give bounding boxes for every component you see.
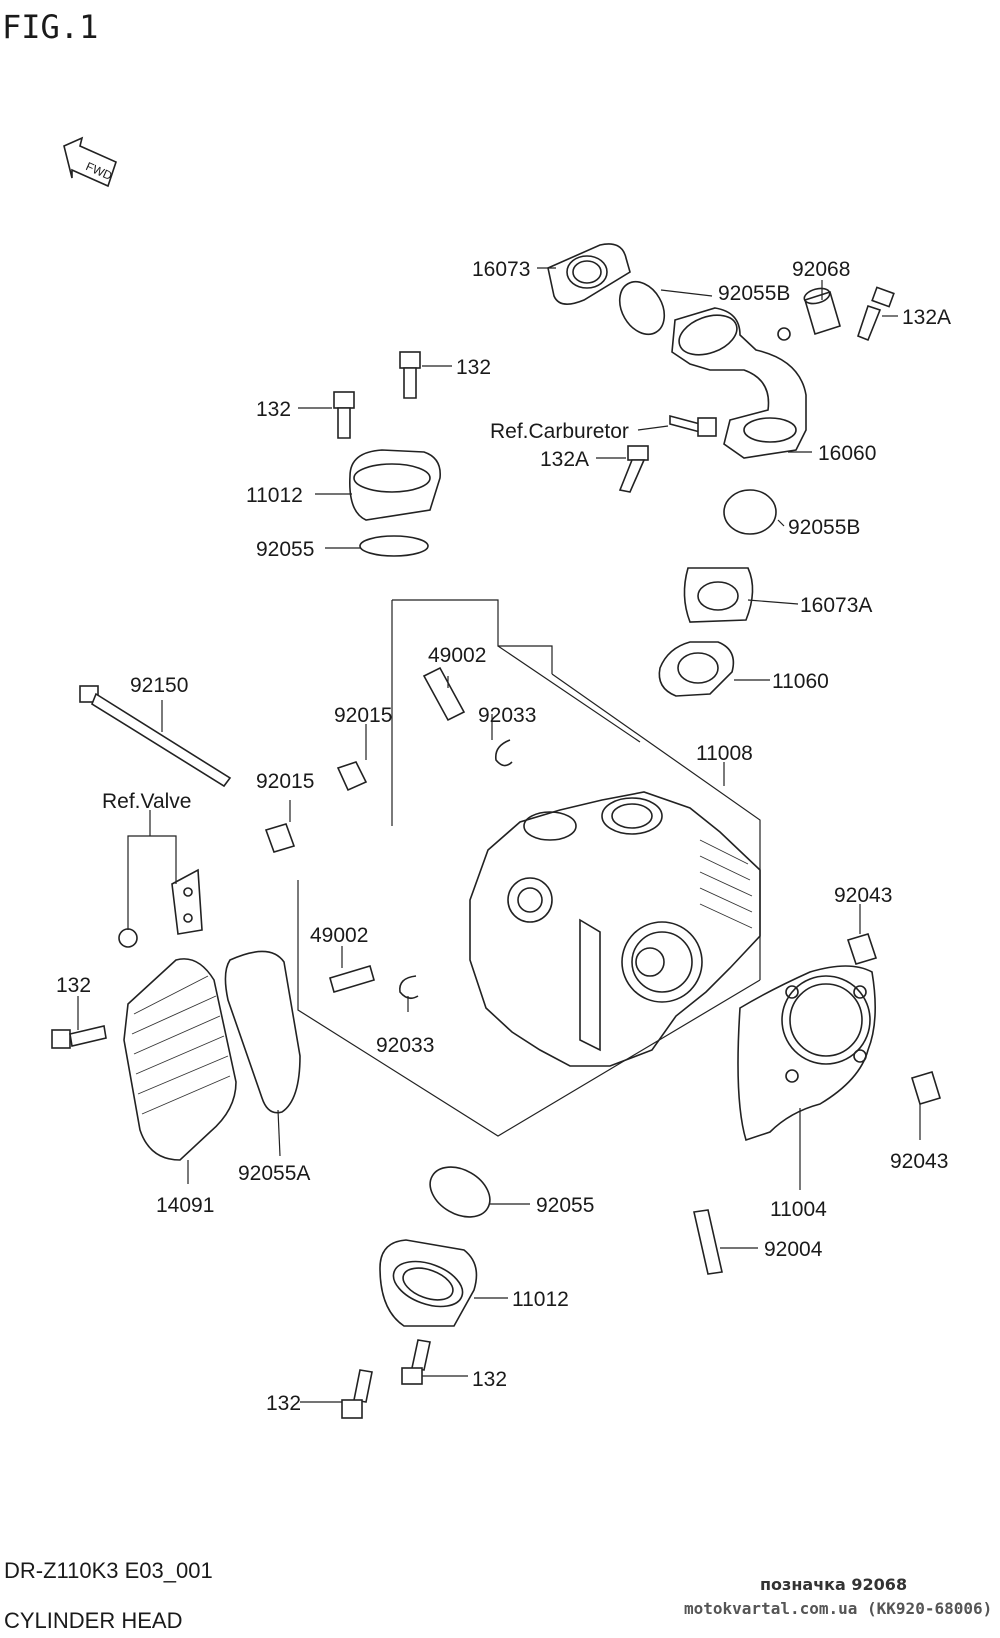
label-11060: 11060 bbox=[772, 670, 829, 693]
designation-note: позначка 92068 bbox=[760, 1575, 907, 1594]
screw-ref-valve bbox=[118, 928, 138, 948]
label-11012-top: 11012 bbox=[246, 484, 303, 507]
bolt-92150 bbox=[79, 685, 232, 788]
label-132-left: 132 bbox=[256, 398, 291, 421]
leader-lines bbox=[77, 267, 921, 1403]
label-92033-top: 92033 bbox=[478, 704, 536, 727]
watermark: motokvartal.com.ua (KK920-68006) bbox=[684, 1599, 992, 1618]
label-ref-carburetor: Ref.Carburetor bbox=[490, 420, 629, 443]
label-92055-top: 92055 bbox=[256, 538, 314, 561]
bolt-132-side bbox=[51, 1025, 107, 1049]
fwd-arrow-icon: FWD bbox=[63, 136, 117, 188]
label-92055-bottom: 92055 bbox=[536, 1194, 594, 1217]
o-ring-92055b-mid bbox=[723, 489, 777, 535]
label-92033-bottom: 92033 bbox=[376, 1034, 434, 1057]
insulator-16073a bbox=[683, 567, 754, 623]
bolt-132-top bbox=[399, 351, 421, 399]
label-92015-b: 92015 bbox=[256, 770, 314, 793]
bolt-132-left bbox=[333, 391, 355, 439]
label-49002-top: 49002 bbox=[428, 644, 486, 667]
dowel-92043-top bbox=[846, 933, 878, 965]
head-cover-14091 bbox=[123, 958, 237, 1161]
bolt-132-bottom-right bbox=[401, 1339, 431, 1385]
label-132-top: 132 bbox=[456, 356, 491, 379]
figure-title: FIG.1 bbox=[2, 8, 98, 46]
bolt-132-bottom-left bbox=[341, 1369, 373, 1419]
bolt-132a-right bbox=[857, 286, 895, 342]
nut-92015-a bbox=[336, 761, 368, 792]
stud-92004 bbox=[693, 1209, 723, 1275]
circlip-92033-bottom bbox=[399, 975, 419, 1000]
bolt-132a-mid bbox=[618, 445, 649, 493]
cap-11012-bottom bbox=[379, 1239, 478, 1327]
section-title: CYLINDER HEAD bbox=[4, 1608, 182, 1633]
label-92015-a: 92015 bbox=[334, 704, 392, 727]
insulator-16073 bbox=[547, 243, 631, 305]
circlip-92033-top bbox=[494, 739, 513, 767]
o-ring-92055-bottom bbox=[429, 1166, 491, 1218]
label-92055a: 92055A bbox=[238, 1162, 310, 1185]
label-92150: 92150 bbox=[130, 674, 188, 697]
bolt-ref-carb bbox=[669, 414, 717, 437]
intake-pipe-16060 bbox=[671, 307, 807, 459]
gasket-11060 bbox=[658, 641, 735, 697]
plug-49002-top bbox=[422, 666, 466, 722]
label-132-bottom-right: 132 bbox=[472, 1368, 507, 1391]
label-11008: 11008 bbox=[696, 742, 753, 765]
label-92055b-mid: 92055B bbox=[788, 516, 860, 539]
o-ring-92055b-top bbox=[618, 280, 666, 336]
label-49002-bottom: 49002 bbox=[310, 924, 368, 947]
dowel-92043-bottom bbox=[910, 1071, 942, 1105]
label-11012-bottom: 11012 bbox=[512, 1288, 569, 1311]
label-16060: 16060 bbox=[818, 442, 876, 465]
label-92043-top: 92043 bbox=[834, 884, 892, 907]
label-92068: 92068 bbox=[792, 258, 850, 281]
label-ref-valve: Ref.Valve bbox=[102, 790, 192, 813]
gasket-92055a bbox=[224, 950, 301, 1114]
cylinder-gasket-11004 bbox=[737, 965, 876, 1142]
cylinder-head-11008 bbox=[469, 791, 761, 1067]
label-132a-mid: 132A bbox=[540, 448, 589, 471]
label-92043-bottom: 92043 bbox=[890, 1150, 948, 1173]
label-16073a: 16073A bbox=[800, 594, 872, 617]
label-132-side: 132 bbox=[56, 974, 91, 997]
label-16073: 16073 bbox=[472, 258, 530, 281]
valve-bracket bbox=[171, 868, 203, 935]
nut-92015-b bbox=[264, 823, 296, 853]
pipe-92068 bbox=[803, 287, 841, 336]
o-ring-92055-top bbox=[359, 535, 429, 557]
label-132-bottom-left: 132 bbox=[266, 1392, 301, 1415]
label-132a-right: 132A bbox=[902, 306, 951, 329]
label-14091: 14091 bbox=[156, 1194, 214, 1217]
label-92055b-top: 92055B bbox=[718, 282, 790, 305]
label-11004: 11004 bbox=[770, 1198, 827, 1221]
label-92004: 92004 bbox=[764, 1238, 823, 1261]
plug-49002-bottom bbox=[329, 965, 375, 993]
cap-11012-top bbox=[349, 449, 441, 521]
model-code: DR-Z110K3 E03_001 bbox=[4, 1558, 213, 1583]
